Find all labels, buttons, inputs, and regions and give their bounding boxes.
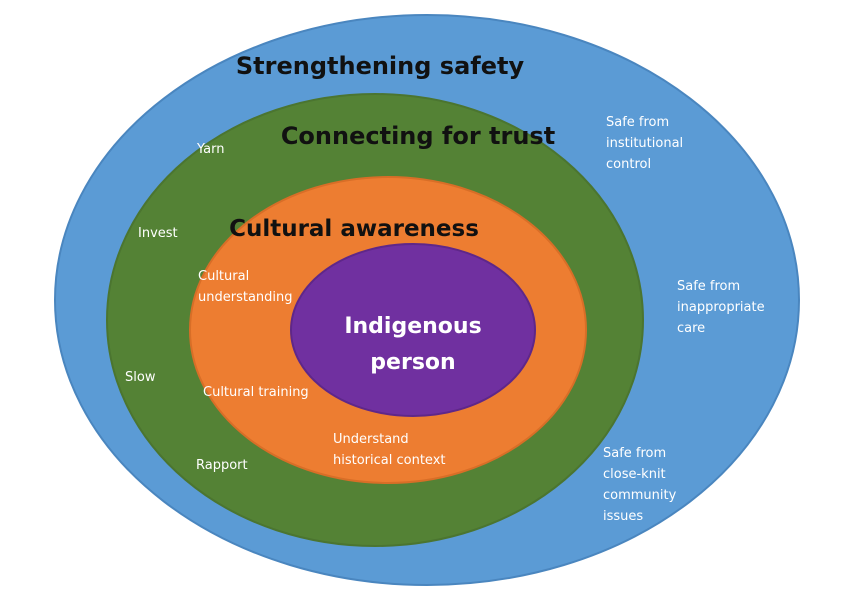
inner-ring-title: Cultural awareness	[229, 216, 479, 242]
inner-label-historical-context: Understand historical context	[333, 432, 446, 468]
core-indigenous-person	[290, 243, 536, 417]
middle-label-slow: Slow	[125, 370, 156, 385]
inner-label-cultural-understanding: Cultural understanding	[198, 269, 293, 305]
core-label-line-1: Indigenous	[344, 314, 481, 339]
outer-label-institutional-control: Safe from institutional control	[606, 115, 687, 172]
middle-label-yarn: Yarn	[196, 142, 224, 157]
middle-label-rapport: Rapport	[196, 458, 248, 473]
outer-label-inappropriate-care: Safe from inappropriate care	[677, 279, 769, 336]
middle-label-invest: Invest	[138, 226, 178, 241]
inner-label-cultural-training: Cultural training	[203, 385, 309, 400]
outer-label-close-knit-community: Safe from close-knit community issues	[603, 446, 680, 524]
core-label-line-2: person	[370, 350, 455, 375]
middle-ring-title: Connecting for trust	[281, 122, 555, 150]
outer-ring-title: Strengthening safety	[236, 52, 525, 80]
